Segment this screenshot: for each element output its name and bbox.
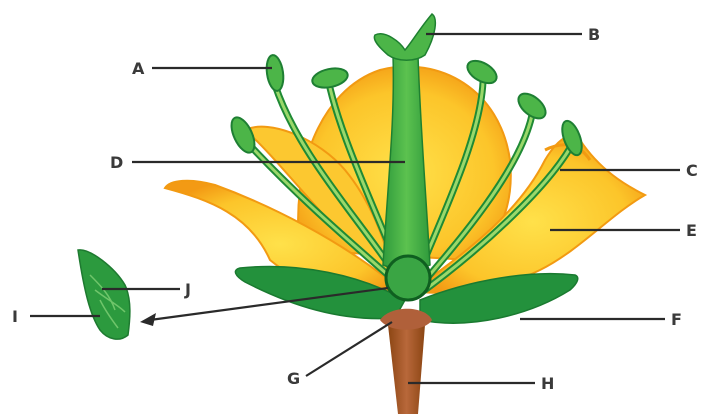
label-f: F <box>671 310 682 329</box>
label-b: B <box>588 25 600 44</box>
label-c: C <box>686 161 698 180</box>
anther <box>311 65 350 90</box>
label-a: A <box>132 59 145 78</box>
leader-g <box>306 322 392 376</box>
label-h: H <box>541 374 554 393</box>
label-g: G <box>287 369 300 388</box>
anther <box>265 54 286 92</box>
label-i: I <box>12 307 18 326</box>
label-e: E <box>686 221 697 240</box>
arrow-head <box>140 313 156 326</box>
bud-body <box>78 250 130 339</box>
bud <box>78 250 130 339</box>
stalk <box>388 325 425 414</box>
ovary <box>386 256 430 300</box>
stigma <box>374 14 435 60</box>
label-j: J <box>184 280 191 299</box>
label-d: D <box>110 153 123 172</box>
